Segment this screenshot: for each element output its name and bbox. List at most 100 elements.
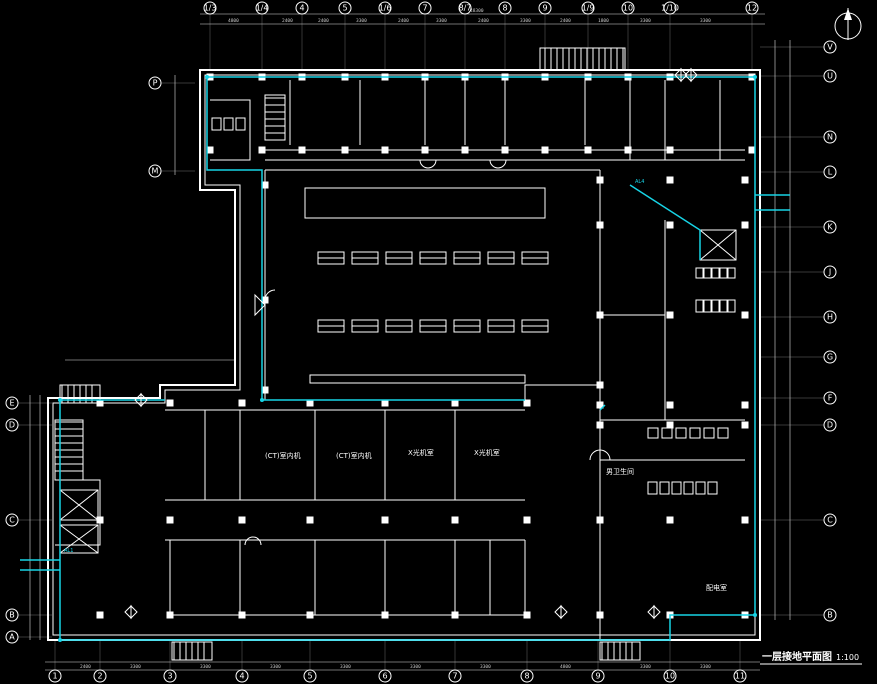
columns — [96, 73, 756, 619]
dimension-lines: 48300 4800 2400 2400 3300 2400 3300 2400 330… — [29, 8, 791, 671]
grid-bubble-left: E — [5, 396, 19, 410]
svg-text:3300: 3300 — [200, 664, 211, 670]
grid-bubble-top: 1/3 — [203, 1, 217, 15]
lab-benches — [304, 187, 549, 384]
grid-bubble-bottom: 2 — [93, 669, 107, 683]
svg-text:D: D — [827, 421, 833, 430]
grid-bubble-top: 7 — [418, 1, 432, 15]
svg-text:M: M — [152, 167, 159, 176]
svg-text:1/4: 1/4 — [256, 4, 269, 13]
grid-bubble-right: V — [823, 40, 837, 54]
grid-bubble-bottom: 6 — [378, 669, 392, 683]
svg-text:7: 7 — [452, 672, 457, 681]
svg-text:3300: 3300 — [640, 664, 651, 670]
svg-text:P: P — [153, 79, 158, 88]
svg-text:4: 4 — [299, 4, 304, 13]
grid-bubble-top: 4 — [295, 1, 309, 15]
svg-text:E: E — [9, 399, 14, 408]
room-xray-1: X光机室 — [408, 448, 434, 457]
svg-text:3300: 3300 — [480, 664, 491, 670]
room-labels: (CT)室内机 (CT)室内机 X光机室 X光机室 男卫生间 配电室 — [265, 448, 727, 592]
svg-text:4800: 4800 — [560, 664, 571, 670]
grid-bubble-top: 5 — [338, 1, 352, 15]
svg-text:8: 8 — [524, 672, 529, 681]
svg-text:3300: 3300 — [700, 664, 711, 670]
stairs — [54, 47, 641, 661]
svg-text:7: 7 — [422, 4, 427, 13]
grid-bubble-left: D — [5, 418, 19, 432]
drawing-scale: 1:100 — [836, 653, 859, 662]
svg-text:B: B — [827, 611, 833, 620]
svg-text:2400: 2400 — [318, 18, 329, 24]
grid-bubble-left: A — [5, 630, 19, 644]
svg-text:3300: 3300 — [700, 18, 711, 24]
overall-dimension: 48300 — [470, 8, 484, 14]
grid-bubble-top: 10 — [621, 1, 635, 15]
svg-text:A: A — [9, 633, 15, 642]
svg-text:6: 6 — [382, 672, 387, 681]
svg-text:1800: 1800 — [598, 18, 609, 24]
grid-bubble-bottom: 3 — [163, 669, 177, 683]
svg-text:9: 9 — [595, 672, 600, 681]
grid-bubble-bottom: 10 — [663, 669, 677, 683]
grounding-conductor: AL4 AL1 — [20, 75, 790, 642]
svg-text:3: 3 — [167, 672, 172, 681]
svg-text:3300: 3300 — [410, 664, 421, 670]
svg-text:8: 8 — [502, 4, 507, 13]
svg-text:3300: 3300 — [520, 18, 531, 24]
grid-bubble-bottom: 7 — [448, 669, 462, 683]
grid-bubble-top: 12 — [745, 1, 759, 15]
svg-text:C: C — [9, 516, 15, 525]
svg-text:3300: 3300 — [340, 664, 351, 670]
toilet-cubicles — [211, 117, 736, 495]
svg-text:8/7: 8/7 — [459, 4, 472, 13]
grid-bubble-right: C — [823, 513, 837, 527]
svg-text:11: 11 — [735, 672, 745, 681]
grid-bubble-bottom: 4 — [235, 669, 249, 683]
svg-text:3300: 3300 — [436, 18, 447, 24]
room-ct-1: (CT)室内机 — [265, 451, 301, 460]
svg-text:3300: 3300 — [356, 18, 367, 24]
room-toilet: 男卫生间 — [606, 467, 634, 476]
svg-text:K: K — [827, 223, 833, 232]
grid-bubble-right: L — [823, 165, 837, 179]
grid-bubble-left: C — [5, 513, 19, 527]
svg-text:B: B — [9, 611, 15, 620]
north-arrow-icon — [834, 8, 862, 40]
svg-text:F: F — [828, 394, 833, 403]
svg-text:10: 10 — [623, 4, 633, 13]
svg-text:2: 2 — [97, 672, 102, 681]
svg-text:2400: 2400 — [80, 664, 91, 670]
svg-text:G: G — [827, 353, 833, 362]
grid-bubble-bottom: 5 — [303, 669, 317, 683]
drawing-title: 一层接地平面图 — [762, 650, 832, 663]
grid-bubble-left: M — [148, 164, 162, 178]
grid-bubble-left: P — [148, 76, 162, 90]
grid-bubble-top: 1/4 — [255, 1, 269, 15]
grid-bubble-top: 1/9 — [581, 1, 595, 15]
svg-text:2400: 2400 — [560, 18, 571, 24]
grid-lines — [18, 14, 824, 670]
svg-text:2400: 2400 — [398, 18, 409, 24]
svg-text:J: J — [828, 268, 831, 277]
svg-text:10: 10 — [665, 672, 675, 681]
exterior-walls — [47, 69, 761, 641]
svg-text:5: 5 — [342, 4, 347, 13]
grid-bubble-right: J — [823, 265, 837, 279]
svg-text:1/10: 1/10 — [661, 4, 679, 13]
svg-text:9: 9 — [542, 4, 547, 13]
svg-text:1/3: 1/3 — [204, 4, 217, 13]
grid-bubble-right: N — [823, 130, 837, 144]
svg-text:2400: 2400 — [478, 18, 489, 24]
grid-bubble-right: D — [823, 418, 837, 432]
grid-bubble-bottom: 8 — [520, 669, 534, 683]
title-block: 一层接地平面图 1:100 — [760, 650, 862, 665]
svg-text:2400: 2400 — [282, 18, 293, 24]
svg-text:C: C — [827, 516, 833, 525]
svg-text:3300: 3300 — [270, 664, 281, 670]
grid-bubble-top: 8/7 — [458, 1, 472, 15]
grid-bubble-right: H — [823, 310, 837, 324]
svg-text:1/6: 1/6 — [379, 4, 392, 13]
